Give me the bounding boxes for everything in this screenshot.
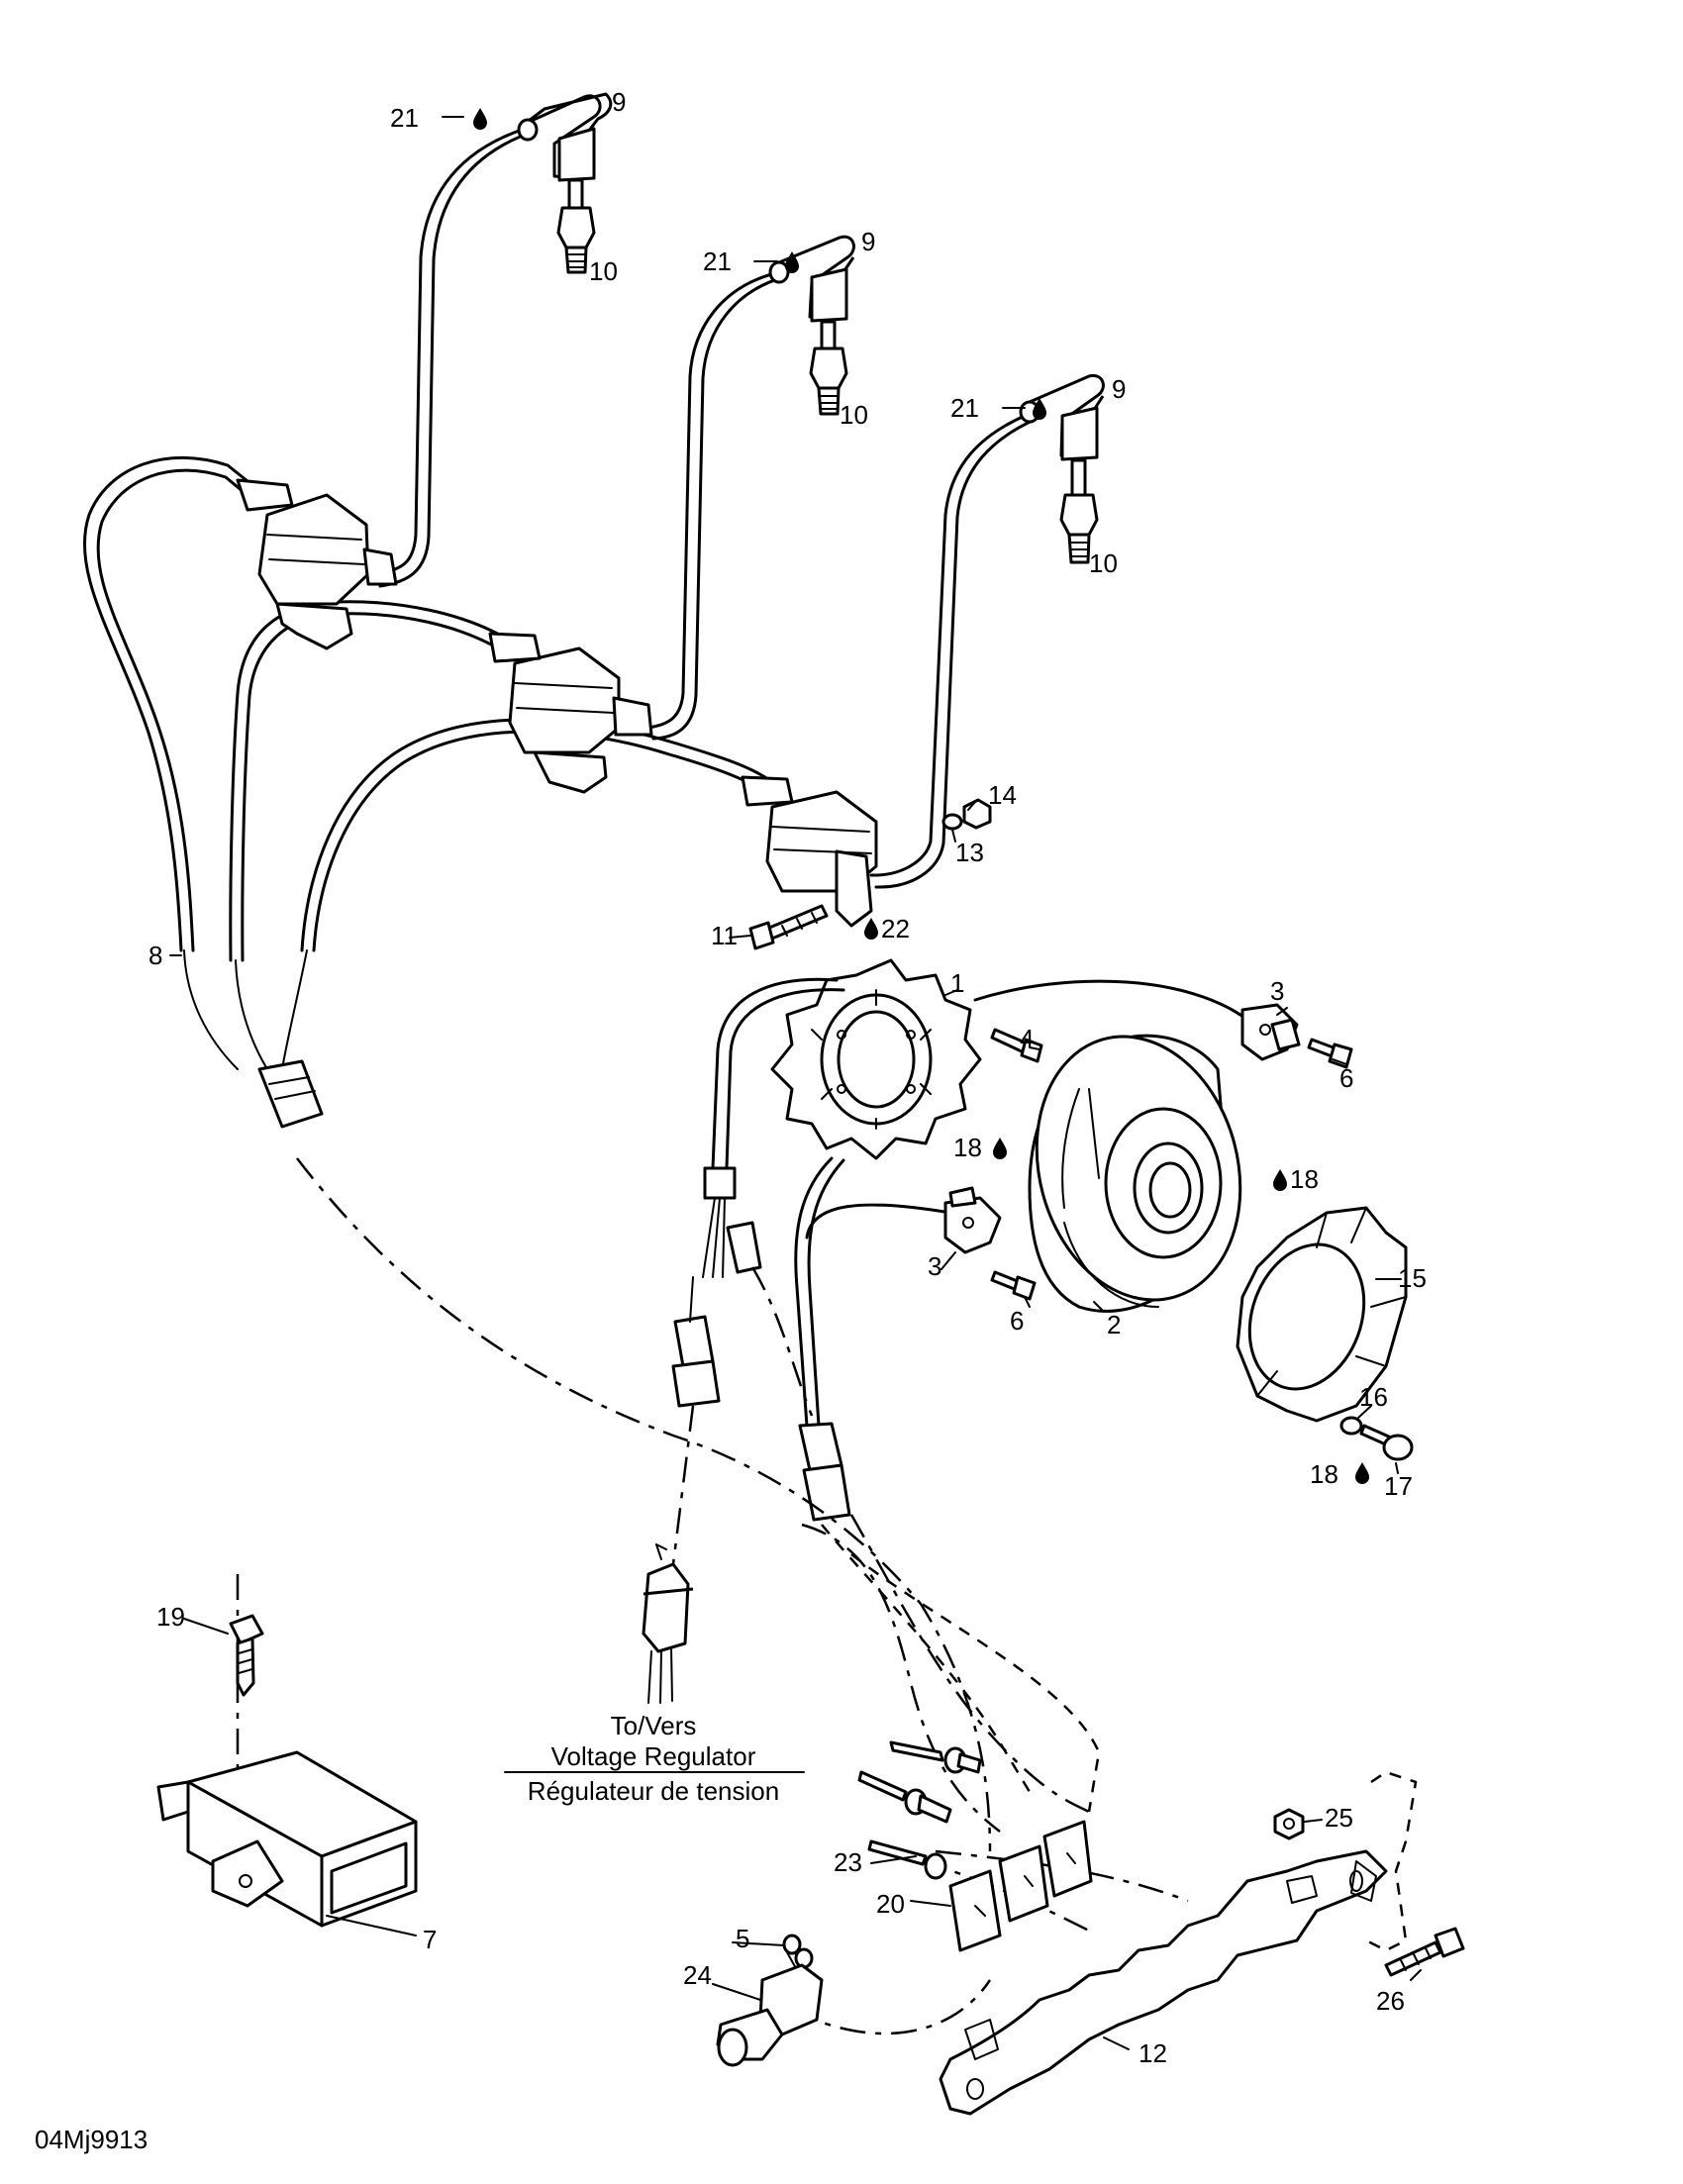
- callout-16: 16: [1359, 1382, 1388, 1412]
- callout-8: 8: [148, 941, 162, 970]
- callout-7: 7: [423, 1925, 437, 1954]
- callout-18-stator: 18: [953, 1133, 982, 1162]
- callout-12: 12: [1138, 2038, 1167, 2068]
- callout-11: 11: [711, 921, 738, 950]
- connection-lines: [236, 1157, 1189, 2035]
- mounting-bracket[interactable]: [939, 1849, 1388, 2116]
- callout-21-top: 21: [390, 103, 419, 133]
- voltage-regulator-connector[interactable]: [642, 1543, 694, 1704]
- callout-26: 26: [1376, 1986, 1405, 2016]
- pickup-screw-6-upper[interactable]: [1307, 1038, 1353, 1069]
- callout-1: 1: [950, 968, 964, 998]
- callout-22: 22: [881, 914, 910, 943]
- pickup-screw-6-lower[interactable]: [990, 1270, 1037, 1301]
- screw-17[interactable]: [1359, 1424, 1414, 1461]
- spark-plug-2[interactable]: [809, 320, 848, 416]
- callout-6-lower: 6: [1010, 1306, 1024, 1336]
- callout-15: 15: [1398, 1263, 1427, 1293]
- callout-6-upper: 6: [1339, 1063, 1353, 1093]
- mounting-screw-19[interactable]: [229, 1614, 264, 1697]
- cdi-module[interactable]: [156, 1750, 418, 1928]
- ignition-coil-middle[interactable]: [488, 632, 653, 794]
- callout-21-right: 21: [950, 393, 979, 423]
- callout-24: 24: [683, 1960, 712, 1990]
- ignition-coil-top[interactable]: [236, 478, 398, 650]
- coil-harness-wires: [83, 455, 774, 962]
- callout-10-right: 10: [1089, 548, 1118, 578]
- callout-21-middle: 21: [703, 247, 732, 276]
- harness-connector[interactable]: [183, 949, 324, 1129]
- callout-9-middle: 9: [861, 227, 875, 256]
- washer-16[interactable]: [1339, 1416, 1363, 1436]
- stator[interactable]: [770, 958, 982, 1160]
- rivet-23-middle[interactable]: [857, 1770, 952, 1824]
- callout-3-upper: 3: [1270, 976, 1284, 1006]
- callout-14: 14: [988, 780, 1017, 810]
- washer-13[interactable]: [941, 813, 963, 831]
- rivet-23-upper[interactable]: [889, 1740, 982, 1774]
- switch-24[interactable]: [716, 1963, 824, 2067]
- spark-plug-cap-2[interactable]: [768, 235, 855, 323]
- nut-14[interactable]: [962, 798, 992, 830]
- callout-18-ring: 18: [1310, 1459, 1338, 1489]
- trigger-coil-upper[interactable]: [973, 979, 1301, 1061]
- callout-4: 4: [1020, 1024, 1034, 1053]
- flywheel[interactable]: [1008, 1014, 1268, 1324]
- reference-code: 04Mj9913: [35, 2125, 148, 2154]
- callout-9-right: 9: [1112, 374, 1126, 404]
- callout-18-flywheel: 18: [1290, 1164, 1319, 1194]
- annotation-line-2: Voltage Regulator: [551, 1741, 756, 1771]
- screw-11[interactable]: [748, 904, 829, 950]
- annotation-line-1: To/Vers: [611, 1711, 697, 1740]
- fuse-holder-20[interactable]: [948, 1820, 1093, 1952]
- leader-lines: [169, 116, 1422, 2050]
- stator-screw-4[interactable]: [990, 1028, 1043, 1063]
- annotation-line-3: Régulateur de tension: [528, 1776, 779, 1806]
- callout-labels: 1 2 3 3 4 5 6 6 7 8 9 9 9 10 10 10 11 12…: [148, 87, 1427, 2068]
- rivet-23-lower[interactable]: [867, 1839, 947, 1880]
- callout-17: 17: [1384, 1471, 1413, 1501]
- callout-23: 23: [834, 1847, 862, 1877]
- callout-5: 5: [736, 1924, 749, 1953]
- spark-plug-cap-3[interactable]: [1019, 373, 1105, 461]
- callout-20: 20: [876, 1889, 905, 1919]
- callout-25: 25: [1325, 1803, 1353, 1833]
- callout-2: 2: [1107, 1310, 1121, 1340]
- spark-plug-cap-1[interactable]: [517, 92, 613, 182]
- voltage-regulator-annotation: To/Vers Voltage Regulator Régulateur de …: [504, 1711, 805, 1806]
- callout-10-top: 10: [589, 256, 618, 286]
- screw-26[interactable]: [1384, 1927, 1465, 1977]
- callout-3-lower: 3: [928, 1251, 941, 1281]
- lubricant-drop-icon: [473, 108, 1369, 1484]
- spark-plug-3[interactable]: [1059, 458, 1099, 564]
- trigger-coil-lower[interactable]: [805, 1186, 1002, 1254]
- starting-ring[interactable]: [1231, 1206, 1408, 1423]
- callout-10-middle: 10: [840, 400, 868, 430]
- high-tension-wires: [374, 127, 1039, 889]
- callout-9-top: 9: [612, 87, 626, 117]
- ignition-coil-bottom[interactable]: [741, 775, 878, 928]
- spark-plug-1[interactable]: [556, 178, 596, 274]
- callout-13: 13: [955, 838, 984, 867]
- nut-25[interactable]: [1273, 1808, 1305, 1840]
- callout-19: 19: [156, 1602, 185, 1632]
- dashed-bracket-outline: [1365, 1770, 1418, 1952]
